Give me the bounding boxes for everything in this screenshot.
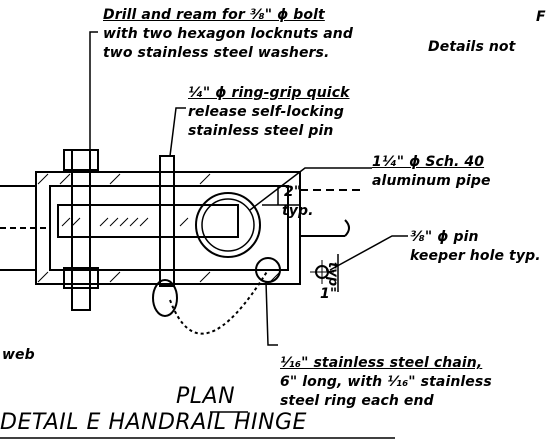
- detail-title: DETAIL E HANDRAIL HINGE: [0, 410, 307, 435]
- dim-typ-label: typ.: [282, 203, 314, 219]
- drill-note-line2: with two hexagon locknuts and: [103, 26, 353, 42]
- drill-note: Drill and ream for ³⁄₈" ϕ bolt with two …: [103, 6, 353, 63]
- web-label: web: [2, 347, 35, 363]
- plan-label: PLAN: [176, 384, 236, 409]
- pipe-circle: [195, 192, 261, 258]
- drill-note-line1: Drill and ream for ³⁄₈" ϕ bolt: [103, 7, 325, 23]
- details-not-label: Details not: [428, 39, 516, 55]
- bolt-shaft: [71, 149, 91, 311]
- pin-note: ¹⁄₄" ϕ ring-grip quick release self-lock…: [188, 84, 350, 141]
- keeper-note: ³⁄₈" ϕ pin keeper hole typ.: [410, 228, 541, 266]
- chain-note-line3: steel ring each end: [280, 393, 434, 409]
- drill-note-line3: two stainless steel washers.: [103, 45, 330, 61]
- hex-nut-top: [63, 149, 99, 171]
- keeper-note-line1: ³⁄₈" ϕ pin: [410, 229, 479, 245]
- pin-note-line3: stainless steel pin: [188, 123, 334, 139]
- pin-note-line1: ¹⁄₄" ϕ ring-grip quick: [188, 85, 350, 101]
- channel-inner: [49, 185, 289, 271]
- keeper-note-line2: keeper hole typ.: [410, 248, 541, 264]
- pin-ring: [152, 279, 178, 317]
- chain: [169, 269, 269, 335]
- pipe-note: 1¹⁄₄" ϕ Sch. 40 aluminum pipe: [372, 153, 491, 191]
- pipe-note-line2: aluminum pipe: [372, 173, 491, 189]
- pipe-note-line1: 1¹⁄₄" ϕ Sch. 40: [372, 154, 485, 170]
- pin-shaft: [159, 155, 175, 287]
- chain-note: ¹⁄₁₆" stainless steel chain, 6" long, wi…: [280, 354, 492, 411]
- chain-note-line1: ¹⁄₁₆" stainless steel chain,: [280, 355, 483, 371]
- dim-1-label: 1": [320, 286, 338, 302]
- pin-note-line2: release self-locking: [188, 104, 344, 120]
- corner-letter: F: [536, 9, 546, 25]
- chain-note-line2: 6" long, with ¹⁄₁₆" stainless: [280, 374, 492, 390]
- dim-2-label: 2": [284, 184, 302, 200]
- rail-bar: [57, 204, 239, 238]
- hex-nut-bottom: [63, 267, 99, 289]
- dim-typ-vert-label: typ: [325, 262, 340, 287]
